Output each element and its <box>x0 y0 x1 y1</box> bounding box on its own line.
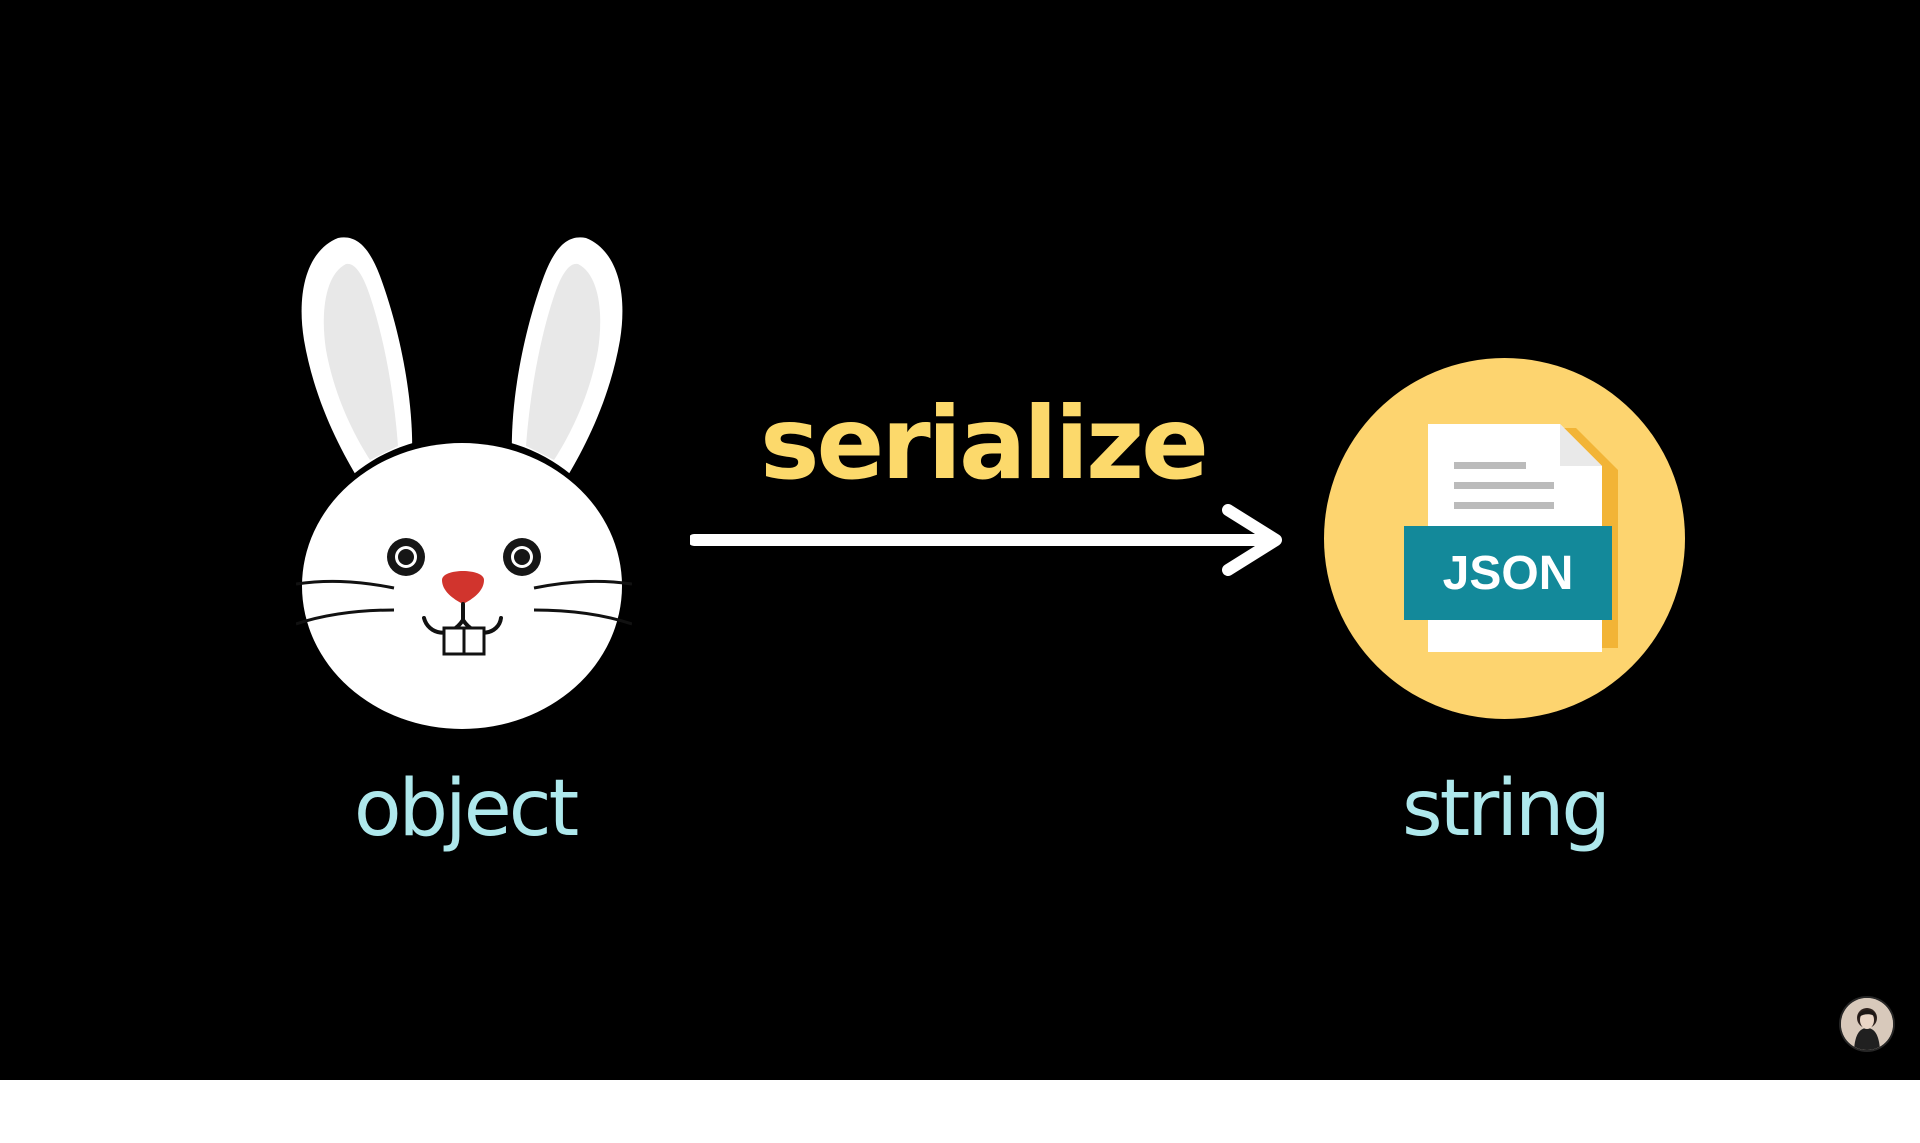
left-node-label: object <box>353 764 579 854</box>
right-arrow-icon <box>690 504 1285 576</box>
rabbit-head-icon <box>296 220 632 730</box>
arrow-label: serialize <box>760 385 1209 502</box>
diagram-slide: serialize JSON object string <box>0 0 1920 1080</box>
json-banner-text: JSON <box>1443 547 1574 600</box>
page-bottom-strip <box>0 1080 1920 1143</box>
json-file-icon: JSON <box>1324 358 1685 719</box>
presenter-avatar-icon <box>1841 998 1893 1050</box>
right-node-label: string <box>1402 764 1611 854</box>
